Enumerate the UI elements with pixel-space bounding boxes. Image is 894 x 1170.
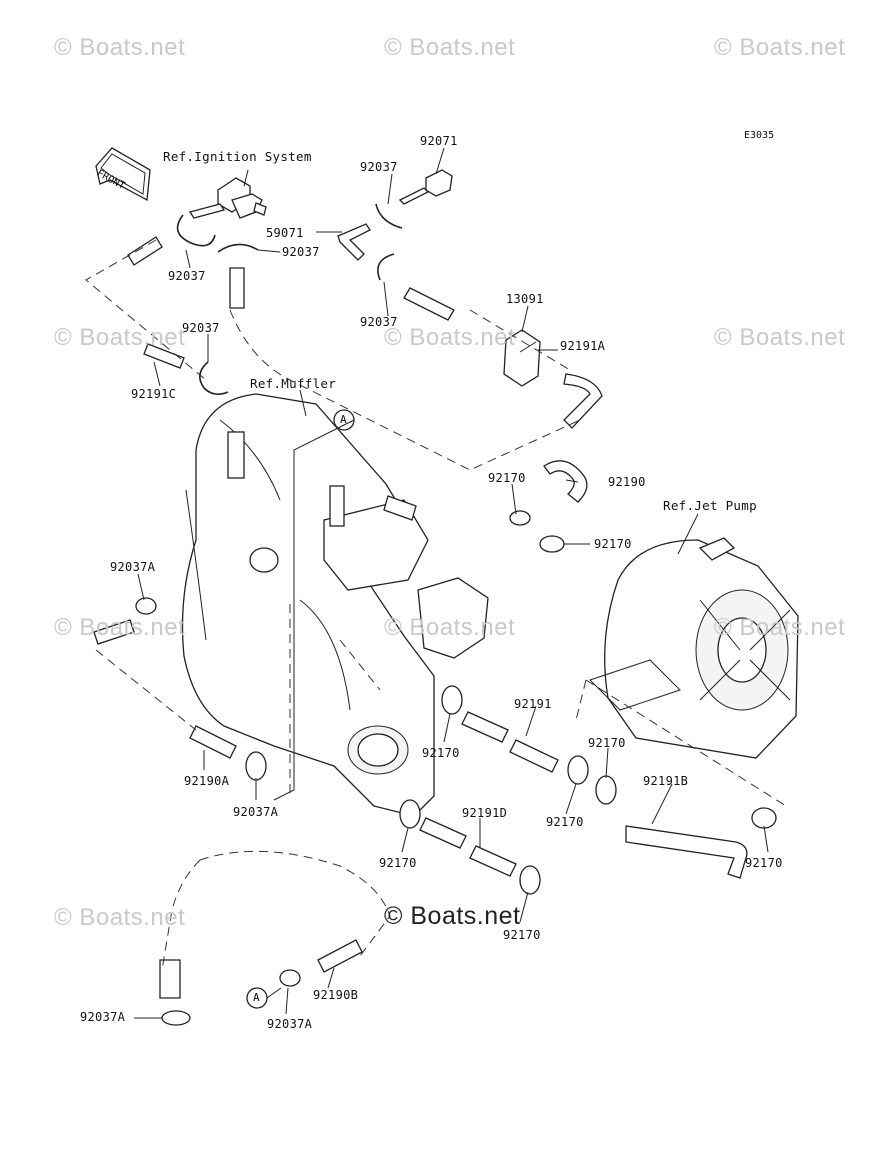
part-label: 92170	[488, 471, 526, 485]
part-label: 92170	[503, 928, 541, 942]
callout-a-bottom: A	[253, 991, 260, 1004]
part-label: 92037A	[80, 1010, 126, 1024]
part-label: 92170	[594, 537, 632, 551]
part-label: 92037	[282, 245, 320, 259]
jet-pump-icon	[589, 537, 799, 759]
callout-a-top: A	[340, 413, 347, 426]
watermark: © Boats.net	[384, 34, 516, 61]
routing-lines	[85, 239, 787, 971]
watermark: © Boats.net	[384, 614, 516, 641]
ref-ignition-system: Ref.Ignition System	[163, 149, 312, 164]
fitting-92071-icon	[398, 169, 453, 205]
part-label: 92170	[379, 856, 417, 870]
diagram-code: E3035	[744, 130, 775, 141]
watermark: © Boats.net	[714, 34, 846, 61]
part-label: 92190A	[184, 774, 230, 788]
elbow-59071-icon	[337, 223, 371, 261]
watermark: © Boats.net	[54, 614, 186, 641]
part-label: 92037	[360, 160, 398, 174]
watermark: © Boats.net	[384, 324, 516, 351]
part-label: 92170	[546, 815, 584, 829]
lower-hose-icons	[93, 619, 748, 999]
part-label: 92037	[360, 315, 398, 329]
part-label: 92191	[514, 697, 552, 711]
hose-92191a-icon	[563, 373, 603, 429]
watermark: © Boats.net	[54, 904, 186, 931]
hose-92190-icon	[543, 460, 588, 503]
part-label: 92037	[182, 321, 220, 335]
watermark: © Boats.net	[54, 34, 186, 61]
ref-muffler: Ref.Muffler	[250, 376, 337, 391]
part-label: 92191C	[131, 387, 177, 401]
part-label: 59071	[266, 226, 304, 240]
part-label: 92037	[168, 269, 206, 283]
ref-jet-pump: Ref.Jet Pump	[663, 498, 757, 513]
watermark: © Boats.net	[384, 902, 521, 930]
ignition-fitting-icon	[188, 177, 267, 219]
part-label: 92170	[588, 736, 626, 750]
muffler-assembly-icon	[181, 393, 489, 817]
part-label: 92170	[745, 856, 783, 870]
part-label: 92037A	[267, 1017, 313, 1031]
part-label: 92037A	[233, 805, 279, 819]
watermark: © Boats.net	[714, 614, 846, 641]
part-label: 92191A	[560, 339, 606, 353]
part-label: 92170	[422, 746, 460, 760]
part-label: 92190B	[313, 988, 359, 1002]
part-label: 13091	[506, 292, 544, 306]
part-label: 92037A	[110, 560, 156, 574]
hose-icons	[127, 236, 455, 369]
watermark: © Boats.net	[714, 324, 846, 351]
front-arrow-icon	[95, 147, 151, 202]
part-label: 92191D	[462, 806, 508, 820]
part-label: 92071	[420, 134, 458, 148]
leader-lines	[134, 147, 769, 1019]
circlip-icons	[176, 203, 403, 396]
part-label: 92191B	[643, 774, 689, 788]
hose-clamp-icons	[135, 510, 777, 1026]
part-label: 92190	[608, 475, 646, 489]
watermark: © Boats.net	[54, 324, 186, 351]
